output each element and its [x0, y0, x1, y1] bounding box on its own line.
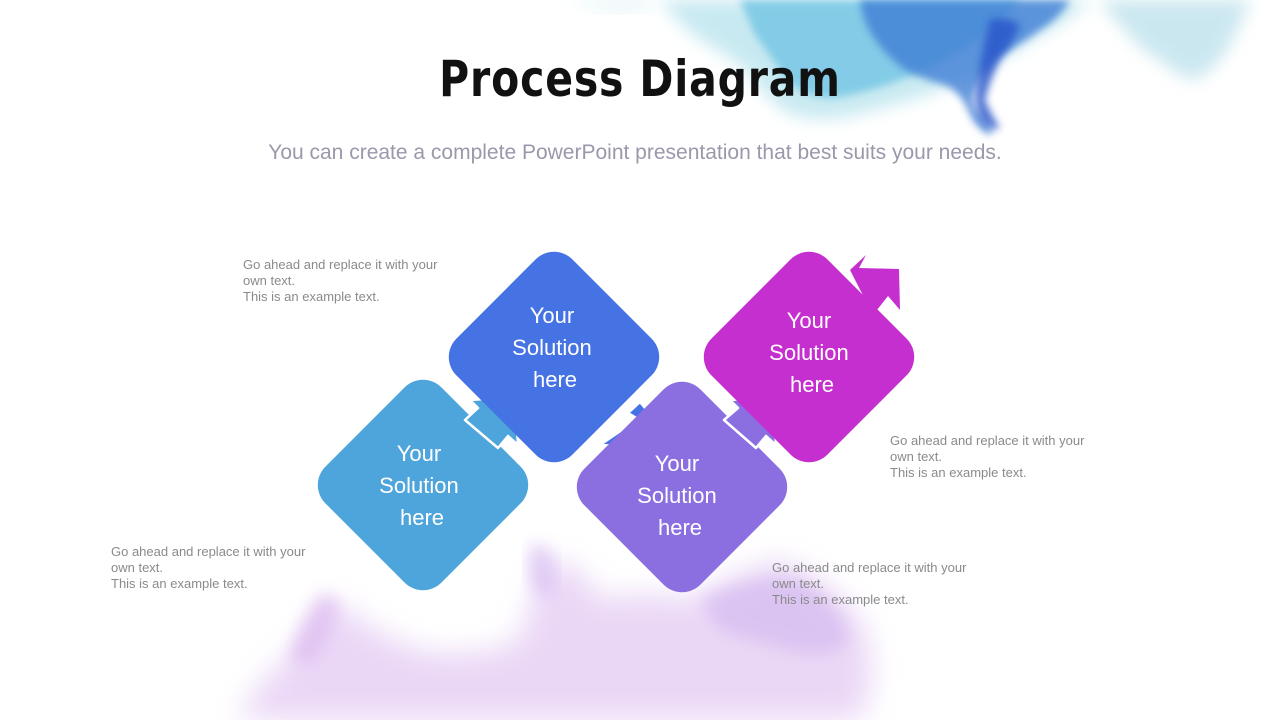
note-line: This is an example text.: [772, 592, 909, 607]
step-1-label: Your Solution here: [379, 441, 465, 530]
note-line: Go ahead and replace it with your: [772, 560, 967, 575]
step-2-label-line-2: Solution: [512, 335, 592, 360]
watercolor-splash-bottom: [240, 544, 872, 720]
step-1-label-line-2: Solution: [379, 473, 459, 498]
step-4-label: Your Solution here: [769, 308, 855, 397]
step-1-label-line-3: here: [400, 505, 444, 530]
step-3-label: Your Solution here: [637, 451, 723, 540]
step-3-label-line-1: Your: [655, 451, 699, 476]
step-1-shape: Your Solution here: [317, 379, 529, 591]
note-line: own text.: [772, 576, 825, 591]
note-step-1: Go ahead and replace it with your own te…: [111, 544, 346, 592]
step-2-label-line-3: here: [533, 367, 577, 392]
note-line: This is an example text.: [890, 465, 1027, 480]
slide-subtitle: You can create a complete PowerPoint pre…: [268, 141, 1002, 164]
step-3-diamond: [576, 381, 788, 593]
step-3-label-line-3: here: [658, 515, 702, 540]
step-4-label-line-2: Solution: [769, 340, 849, 365]
step-4-label-line-3: here: [790, 372, 834, 397]
note-line: own text.: [243, 273, 296, 288]
step-2-diamond: [448, 251, 660, 463]
note-line: Go ahead and replace it with your: [243, 257, 438, 272]
step-4-diamond: [703, 251, 915, 463]
note-step-3: Go ahead and replace it with your own te…: [772, 560, 1007, 608]
note-line: This is an example text.: [243, 289, 380, 304]
note-line: own text.: [890, 449, 943, 464]
step-3-label-line-2: Solution: [637, 483, 717, 508]
watercolor-splash-top: [570, 0, 1250, 135]
step-4-exit-arrow: [850, 255, 900, 315]
step-4-shape: Your Solution here: [703, 251, 915, 463]
note-line: This is an example text.: [111, 576, 248, 591]
step-2-label: Your Solution here: [512, 303, 598, 392]
note-line: own text.: [111, 560, 164, 575]
step-1-diamond: [317, 379, 529, 591]
step-1-label-line-1: Your: [397, 441, 441, 466]
note-line: Go ahead and replace it with your: [111, 544, 306, 559]
slide-title: Process Diagram: [439, 50, 841, 108]
note-line: Go ahead and replace it with your: [890, 433, 1085, 448]
note-step-4: Go ahead and replace it with your own te…: [890, 433, 1125, 481]
note-step-2: Go ahead and replace it with your own te…: [243, 257, 478, 305]
step-2-label-line-1: Your: [530, 303, 574, 328]
step-4-label-line-1: Your: [787, 308, 831, 333]
